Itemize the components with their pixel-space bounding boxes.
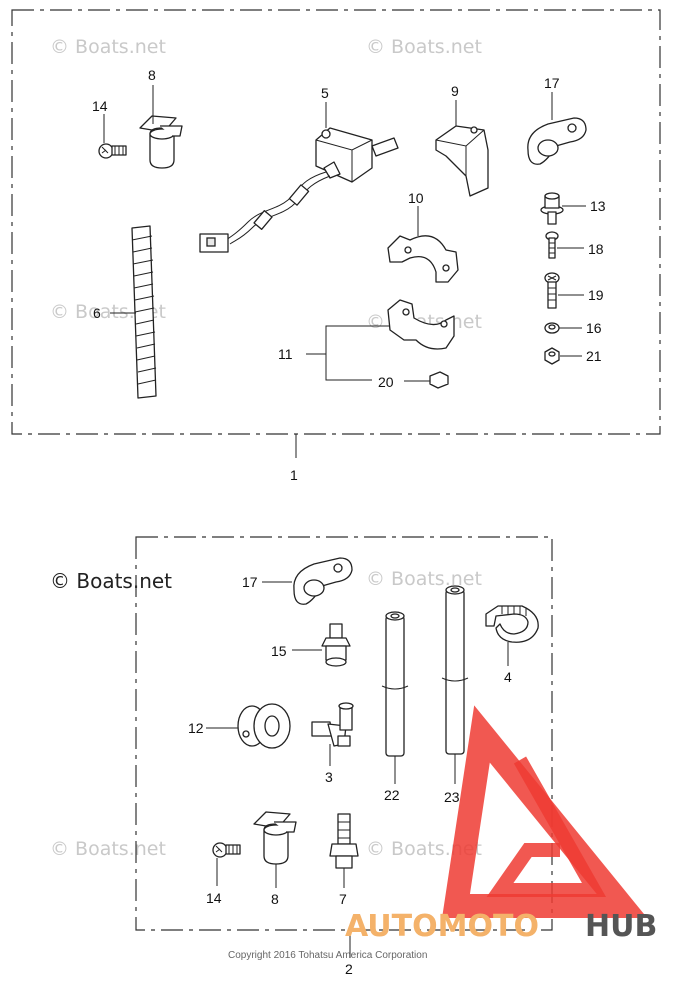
- part-21-nut: [544, 347, 560, 365]
- callout-20: 20: [378, 374, 394, 390]
- part-22-hose: [381, 611, 409, 757]
- watermark: © Boats.net: [366, 568, 482, 590]
- part-13-bolt: [540, 192, 564, 225]
- part-11-clamp-lower: [387, 299, 455, 350]
- callout-5: 5: [321, 85, 329, 101]
- part-10-clamp-upper: [387, 235, 459, 283]
- part-17-p-clip: [293, 557, 353, 605]
- callout-17: 17: [544, 75, 560, 91]
- callout-8: 8: [271, 891, 279, 907]
- callout-12: 12: [188, 720, 204, 736]
- callout-19: 19: [588, 287, 604, 303]
- callout-15: 15: [271, 643, 287, 659]
- callout-7: 7: [339, 891, 347, 907]
- part-7-fitting: [329, 813, 359, 869]
- part-17-p-clip: [527, 117, 587, 165]
- callout-23: 23: [444, 789, 460, 805]
- part-14-screw: [212, 842, 241, 858]
- callout-17: 17: [242, 574, 258, 590]
- part-5-switch-harness: [199, 127, 399, 253]
- part-20-nut: [429, 371, 449, 389]
- group2-frame: [135, 536, 553, 931]
- part-14-screw: [98, 143, 127, 159]
- logo-text-automoto: AUTOMOTO: [345, 909, 539, 944]
- logo-text-hub: HUB: [585, 909, 657, 944]
- group1-frame: [11, 9, 661, 435]
- copyright-text: Copyright 2016 Tohatsu America Corporati…: [228, 950, 427, 961]
- callout-14: 14: [206, 890, 222, 906]
- callout-9: 9: [451, 83, 459, 99]
- part-18-screw: [545, 231, 559, 259]
- callout-13: 13: [590, 198, 606, 214]
- callout-21: 21: [586, 348, 602, 364]
- watermark: © Boats.net: [50, 36, 166, 58]
- group1-label: 1: [290, 467, 298, 483]
- part-9-bracket: [435, 125, 489, 197]
- watermark: © Boats.net: [366, 36, 482, 58]
- part-4-strap-clamp: [485, 605, 539, 643]
- part-6-spiral-wrap: [131, 225, 157, 399]
- callout-4: 4: [504, 669, 512, 685]
- automotohub-logo: AUTOMOTO HUB: [345, 705, 657, 944]
- part-15-fitting: [321, 623, 351, 667]
- part-3-elbow-fitting: [311, 702, 354, 747]
- callout-3: 3: [325, 769, 333, 785]
- callout-18: 18: [588, 241, 604, 257]
- part-16-washer: [544, 322, 560, 334]
- watermark-prominent: © Boats.net: [50, 569, 172, 593]
- callout-6: 6: [93, 305, 101, 321]
- callout-11: 11: [278, 346, 293, 362]
- watermark: © Boats.net: [50, 838, 166, 860]
- part-23-hose: [441, 585, 469, 755]
- callout-10: 10: [408, 190, 424, 206]
- callout-14: 14: [92, 98, 108, 114]
- group2-label: 2: [345, 961, 353, 977]
- callout-8: 8: [148, 67, 156, 83]
- part-19-screw: [544, 272, 560, 309]
- callout-22: 22: [384, 787, 400, 803]
- part-12-grommet: [237, 703, 291, 749]
- callout-16: 16: [586, 320, 602, 336]
- part-8-clamp: [139, 115, 183, 169]
- part-8-clamp: [253, 811, 297, 865]
